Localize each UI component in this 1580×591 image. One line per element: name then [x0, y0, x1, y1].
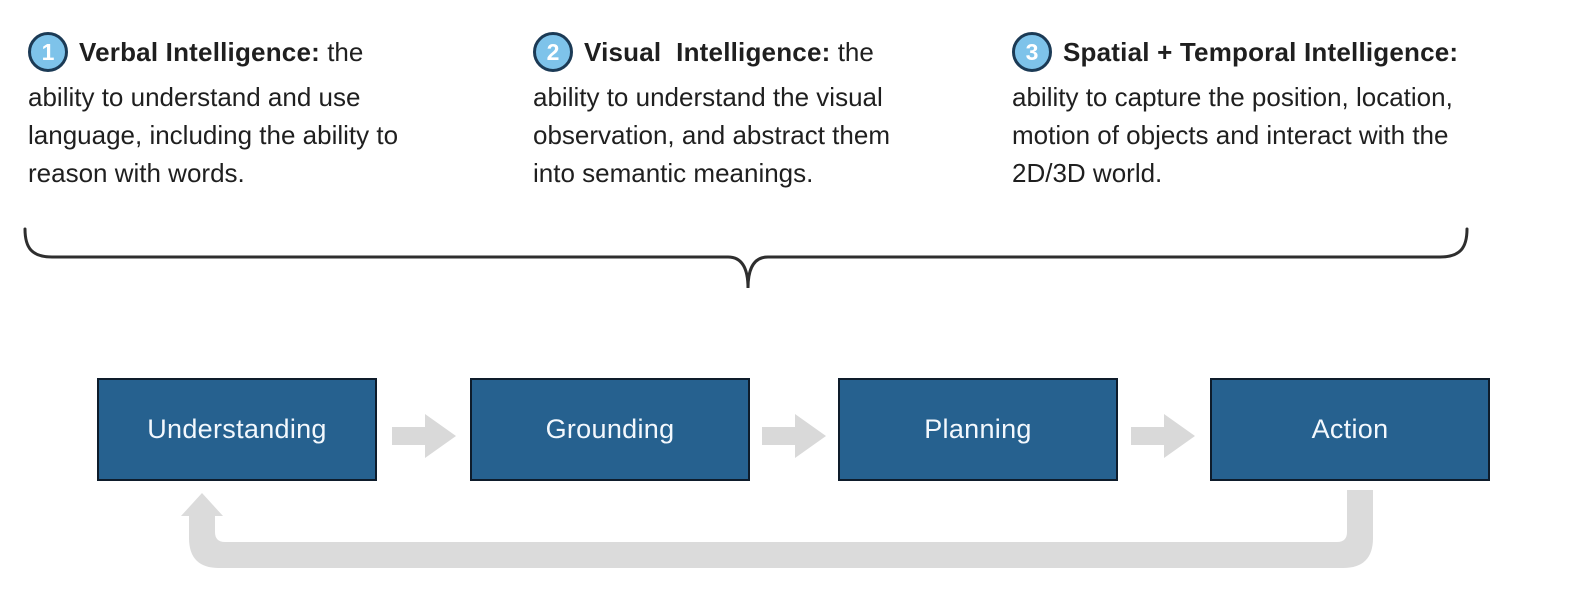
block-line: into semantic meanings. — [533, 158, 814, 188]
block-heading-row: 2 Visual Intelligence: the — [533, 28, 1003, 76]
stage-box-understanding: Understanding — [97, 378, 377, 481]
intelligence-block-visual: 2 Visual Intelligence: the ability to un… — [533, 28, 1003, 192]
stage-label: Grounding — [545, 414, 675, 444]
intelligence-block-verbal: 1 Verbal Intelligence: the ability to un… — [28, 28, 508, 192]
badge-number: 3 — [1025, 38, 1039, 65]
right-arrow-icon — [762, 414, 826, 458]
stage-box-planning: Planning — [838, 378, 1118, 481]
right-arrow-icon — [1131, 414, 1195, 458]
block-line: ability to understand the visual — [533, 82, 883, 112]
curly-brace-down-icon — [23, 227, 1469, 289]
block-line: ability to capture the position, locatio… — [1012, 82, 1453, 112]
block-title: Spatial + Temporal Intelligence: — [1063, 37, 1459, 67]
number-badge-2: 2 — [533, 32, 573, 72]
intelligence-block-spatial-temporal: 3 Spatial + Temporal Intelligence: abili… — [1012, 28, 1572, 192]
block-line: 2D/3D world. — [1012, 158, 1163, 188]
block-line: observation, and abstract them — [533, 120, 890, 150]
block-heading-row: 3 Spatial + Temporal Intelligence: — [1012, 28, 1572, 76]
badge-number: 2 — [546, 38, 560, 65]
stage-box-action: Action — [1210, 378, 1490, 481]
block-line: motion of objects and interact with the — [1012, 120, 1449, 150]
block-line: language, including the ability to — [28, 120, 399, 150]
block-title-suffix: the — [830, 37, 874, 67]
block-title-wrap: Visual Intelligence: the — [584, 33, 874, 71]
number-badge-1: 1 — [28, 32, 68, 72]
block-heading-row: 1 Verbal Intelligence: the — [28, 28, 508, 76]
badge-number: 1 — [41, 38, 55, 65]
block-line: reason with words. — [28, 158, 245, 188]
block-title: Visual Intelligence: — [584, 37, 831, 67]
stage-label: Action — [1311, 414, 1389, 444]
block-title-suffix: the — [319, 37, 364, 67]
stage-box-grounding: Grounding — [470, 378, 750, 481]
stage-label: Planning — [924, 414, 1032, 444]
block-title: Verbal Intelligence: — [79, 37, 320, 67]
block-title-wrap: Spatial + Temporal Intelligence: — [1063, 33, 1458, 71]
number-badge-3: 3 — [1012, 32, 1052, 72]
stage-label: Understanding — [147, 414, 327, 444]
block-title-wrap: Verbal Intelligence: the — [79, 33, 363, 71]
right-arrow-icon — [392, 414, 456, 458]
return-arrow-icon — [181, 490, 1373, 568]
block-line: ability to understand and use — [28, 82, 361, 112]
